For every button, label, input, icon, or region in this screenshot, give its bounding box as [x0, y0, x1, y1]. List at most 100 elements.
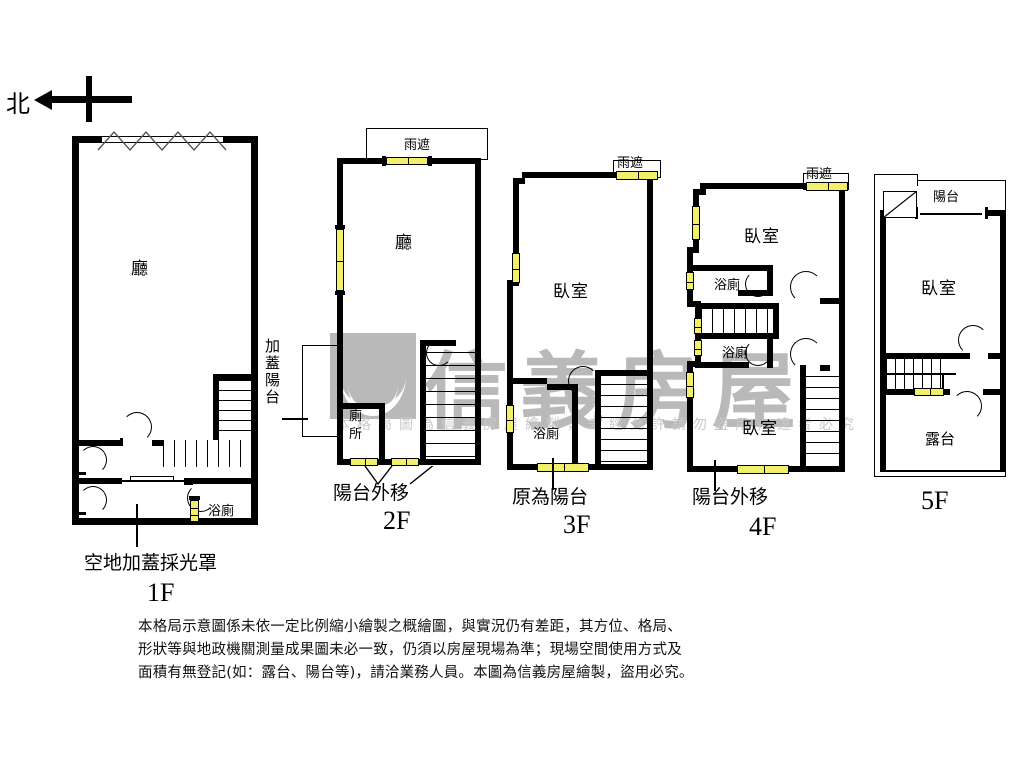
wall-3f-bedroom-bottom	[507, 378, 547, 384]
wall-4f-left-lower	[695, 301, 701, 367]
room-label-4f-bedroom-upper: 臥室	[744, 227, 780, 247]
stairs-1f-lower	[163, 440, 251, 467]
disclaimer-line-1: 本格局示意圖係未依一定比例縮小繪製之概繪圖，與實況仍有差距，其方位、格局、	[138, 619, 682, 635]
wall-1f-stair-left-vert	[213, 374, 219, 440]
leader-2f-balcony-moved	[364, 466, 434, 486]
door-1f-bath-jamb	[184, 482, 193, 485]
wall-1f-lower-partition-b	[184, 478, 251, 484]
wall-4f-stair-lower-left	[800, 365, 806, 466]
shaft-5f-diagonal	[883, 191, 917, 218]
room-label-4f-bath-lower: 浴廁	[722, 346, 749, 361]
room-label-2f-toilet: 廁所	[349, 409, 363, 442]
door-5f-bedroom	[958, 325, 988, 355]
wall-5f-mid-right	[988, 353, 1006, 359]
door-4f-bath-lower	[745, 340, 771, 366]
window-2f-left	[336, 229, 344, 291]
window-2f-left-cap-b	[335, 291, 345, 295]
wall-2f-toilet-right	[379, 403, 385, 459]
window-4f-left-bedroom-lower	[686, 372, 694, 398]
wall-1f-lower-partition-thin	[122, 480, 184, 482]
room-label-3f-bedroom: 臥室	[553, 282, 589, 302]
stairs-5f-rail	[886, 373, 956, 375]
room-label-4f-bath-upper: 浴廁	[714, 278, 741, 293]
skylight-strip	[101, 136, 224, 143]
wall-4f-bath-upper-top	[693, 265, 773, 271]
leader-4f-balcony-moved	[714, 460, 716, 491]
wall-1f-bottom	[72, 518, 258, 525]
wall-1f-lower-partition	[72, 478, 122, 484]
stairs-1f-upper	[219, 380, 251, 440]
wall-2f-right	[475, 158, 481, 465]
door-1f-entry-upper-jamb	[76, 472, 86, 475]
stairs-3f	[601, 384, 647, 464]
wall-2f-left	[337, 158, 343, 465]
floor-label-4f: 4F	[749, 512, 777, 541]
leader-3f-was-balcony	[552, 458, 554, 490]
room-label-4f-bedroom-lower: 臥室	[742, 419, 778, 439]
wall-3f-mid-horizontal	[595, 370, 653, 376]
wall-4f-left-jog2	[687, 301, 701, 307]
compass-arrow-head	[34, 90, 52, 110]
annotation-1f-skylight: 空地加蓋採光罩	[84, 552, 218, 574]
floor-label-3f: 3F	[563, 510, 591, 539]
floor-label-1f: 1F	[147, 578, 175, 607]
terrace-5f-edge	[880, 470, 1006, 472]
window-4f-left-bath-lower	[694, 340, 702, 356]
disclaimer: 本格局示意圖係未依一定比例縮小繪製之概繪圖，與實況仍有差距，其方位、格局、 形狀…	[138, 616, 878, 685]
wall-3f-left-jog	[507, 280, 519, 286]
leader-1f-skylight	[136, 504, 138, 547]
wall-1f-right	[251, 136, 258, 525]
wall-1f-hall-partition-b	[152, 440, 164, 446]
window-2f-bottom-left	[350, 458, 378, 466]
wall-2f-stair-left	[420, 340, 426, 459]
balcony-rail-5f	[920, 213, 982, 215]
window-3f-bottom	[537, 463, 589, 472]
wall-3f-left-lower	[507, 280, 513, 470]
window-5f-stair	[914, 388, 944, 396]
wall-5f-lower-right	[983, 389, 1006, 395]
wall-5f-left	[880, 210, 886, 472]
window-1f-interior	[130, 476, 174, 481]
window-4f-left-top	[692, 206, 700, 240]
annotation-1f-covered-balcony: 加蓋陽台	[263, 338, 281, 406]
wall-3f-top	[522, 172, 653, 178]
door-4f-bedroom-upper	[790, 271, 822, 303]
door-1f-bath	[187, 484, 215, 512]
stairs-5f-rail2	[942, 373, 944, 389]
room-label-5f-bedroom: 臥室	[921, 279, 957, 299]
balcony-2f-annex	[302, 345, 342, 437]
leader-2f-annex	[288, 418, 306, 420]
wall-1f-stair-top	[213, 374, 258, 380]
window-3f-top	[616, 171, 658, 180]
window-2f-top-cap-r	[428, 156, 432, 166]
wall-3f-top-notch-h	[513, 178, 525, 184]
door-5f-terrace	[952, 391, 982, 421]
wall-4f-top	[700, 183, 845, 189]
window-2f-top-cap-l	[382, 156, 386, 166]
window-1f-bath	[190, 500, 199, 522]
door-1f-entry-upper	[79, 446, 107, 474]
annotation-4f-balcony-moved: 陽台外移	[692, 486, 769, 508]
door-1f-entry-lower	[79, 486, 107, 514]
disclaimer-line-2: 形狀等與地政機關測量成果圖未必一致，仍須以房屋現場為準；現場空間使用方式及	[138, 642, 682, 658]
wall-5f-right	[1000, 210, 1006, 472]
wall-4f-left-jog1	[687, 247, 699, 253]
wall-5f-top-stub-r	[985, 207, 988, 219]
wall-4f-left-jog3	[687, 361, 701, 367]
room-label-1f-living: 廳	[131, 259, 149, 279]
window-3f-left-upper	[512, 253, 520, 283]
door-1f-living-jamb	[120, 438, 123, 446]
window-4f-left-bath-upper	[686, 272, 694, 290]
wall-5f-top-right	[988, 210, 1006, 216]
stairs-4f-mid	[701, 309, 779, 333]
wall-4f-bath-lower-bottom	[695, 362, 749, 368]
room-label-2f-living: 廳	[395, 233, 413, 253]
disclaimer-line-3: 面積有無登記(如：露台、陽台等)，請洽業務人員。本圖為信義房屋繪製，盜用必究。	[138, 665, 694, 681]
door-1f-living	[122, 412, 152, 442]
wall-1f-left	[72, 136, 79, 525]
boundary-5f-notch	[874, 174, 918, 186]
annotation-2f-balcony-moved: 陽台外移	[333, 482, 410, 504]
wall-3f-bath-top	[547, 384, 578, 390]
annotation-2f-rain-shelter: 雨遮	[404, 138, 431, 153]
